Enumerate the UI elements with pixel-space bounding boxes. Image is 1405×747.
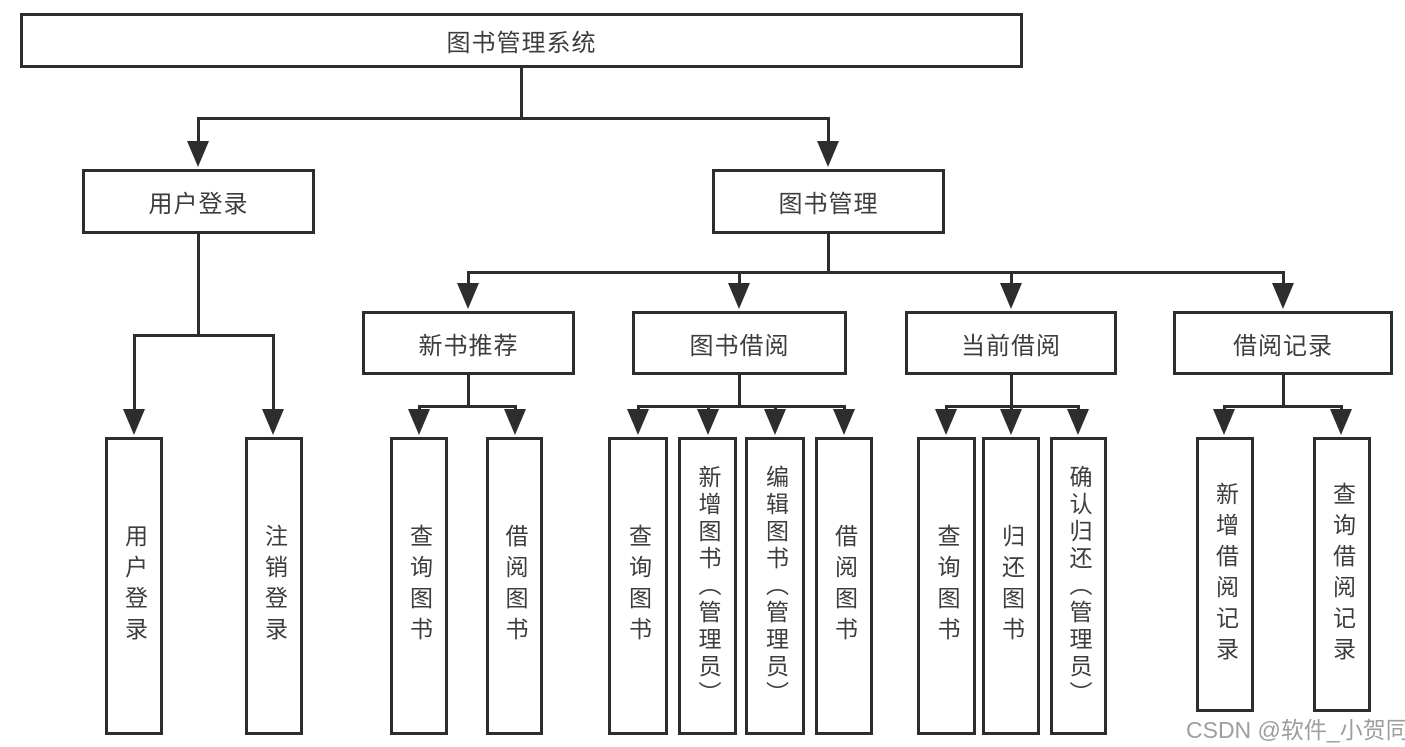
connector — [1282, 375, 1285, 408]
node-leaf-cur-return-label: 归还图书 — [998, 524, 1025, 648]
node-leaf-bor-edit: 编辑图书（管理员） — [745, 437, 805, 735]
node-book-mgmt: 图书管理 — [712, 169, 945, 234]
node-leaf-bor-query: 查询图书 — [608, 437, 668, 735]
node-current-borrow-label: 当前借阅 — [961, 332, 1061, 360]
node-new-book-rec: 新书推荐 — [362, 311, 575, 375]
connector — [738, 375, 741, 408]
connector — [520, 68, 523, 120]
arrow-down-icon — [833, 409, 855, 435]
arrow-down-icon — [1067, 409, 1089, 435]
node-leaf-bor-add-label: 新增图书（管理员） — [695, 464, 721, 708]
connector — [133, 334, 275, 337]
node-leaf-bor-add: 新增图书（管理员） — [678, 437, 737, 735]
arrow-down-icon — [457, 283, 479, 309]
node-leaf-bor-edit-label: 编辑图书（管理员） — [762, 464, 789, 708]
connector — [197, 234, 200, 337]
node-leaf-rec-query-label: 查询图书 — [406, 524, 433, 648]
arrow-down-icon — [123, 409, 145, 435]
connector — [1223, 405, 1343, 408]
node-leaf-logout: 注销登录 — [245, 437, 303, 735]
connector — [467, 271, 470, 285]
node-leaf-rec-borrow-label: 借阅图书 — [502, 524, 528, 648]
node-user-login: 用户登录 — [82, 169, 315, 234]
arrow-down-icon — [1000, 409, 1022, 435]
node-leaf-cur-query-label: 查询图书 — [934, 524, 960, 648]
connector — [467, 271, 1285, 274]
arrow-down-icon — [627, 409, 649, 435]
arrow-down-icon — [764, 409, 786, 435]
connector — [418, 405, 517, 408]
node-leaf-rec-query: 查询图书 — [390, 437, 448, 735]
node-leaf-log-add-label: 新增借阅记录 — [1212, 481, 1239, 668]
node-borrow-records: 借阅记录 — [1173, 311, 1393, 375]
node-borrow-records-label: 借阅记录 — [1233, 332, 1333, 360]
node-leaf-logout-label: 注销登录 — [261, 524, 288, 648]
arrow-down-icon — [1330, 409, 1352, 435]
arrow-down-icon — [728, 283, 750, 309]
csdn-watermark: CSDN @软件_小贺同学 — [1186, 717, 1405, 743]
node-book-borrow: 图书借阅 — [632, 311, 847, 375]
connector — [1010, 375, 1013, 408]
node-leaf-bor-borrow-label: 借阅图书 — [831, 524, 858, 648]
arrow-down-icon — [504, 409, 526, 435]
node-root: 图书管理系统 — [20, 13, 1023, 68]
connector — [827, 234, 830, 274]
connector — [467, 375, 470, 408]
node-leaf-log-query-label: 查询借阅记录 — [1329, 481, 1356, 668]
node-current-borrow: 当前借阅 — [905, 311, 1117, 375]
node-leaf-bor-query-label: 查询图书 — [625, 524, 652, 648]
connector — [738, 271, 741, 285]
arrow-down-icon — [1000, 283, 1022, 309]
node-leaf-log-query: 查询借阅记录 — [1313, 437, 1371, 712]
connector — [197, 117, 200, 147]
node-book-borrow-label: 图书借阅 — [689, 332, 790, 360]
node-root-label: 图书管理系统 — [446, 30, 597, 57]
node-leaf-bor-borrow: 借阅图书 — [815, 437, 873, 735]
node-leaf-cur-return: 归还图书 — [982, 437, 1040, 735]
connector — [272, 334, 275, 409]
node-leaf-log-add: 新增借阅记录 — [1196, 437, 1254, 712]
node-leaf-rec-borrow: 借阅图书 — [486, 437, 543, 735]
arrow-down-icon — [1272, 283, 1294, 309]
arrow-down-icon — [1213, 409, 1235, 435]
node-new-book-rec-label: 新书推荐 — [418, 332, 519, 360]
connector — [1282, 271, 1285, 285]
node-leaf-cur-confirm: 确认归还（管理员） — [1050, 437, 1107, 735]
connector — [827, 117, 830, 147]
node-leaf-user-login: 用户登录 — [105, 437, 163, 735]
arrow-down-icon — [408, 409, 430, 435]
arrow-down-icon — [935, 409, 957, 435]
connector — [637, 405, 846, 408]
arrow-down-icon — [817, 141, 839, 167]
arrow-down-icon — [697, 409, 719, 435]
node-leaf-cur-query: 查询图书 — [917, 437, 976, 735]
connector — [133, 334, 136, 409]
arrow-down-icon — [187, 141, 209, 167]
node-leaf-cur-confirm-label: 确认归还（管理员） — [1066, 464, 1092, 708]
connector — [197, 117, 830, 120]
node-book-mgmt-label: 图书管理 — [778, 191, 879, 218]
arrow-down-icon — [262, 409, 284, 435]
node-user-login-label: 用户登录 — [148, 191, 249, 218]
node-leaf-user-login-label: 用户登录 — [121, 524, 148, 648]
connector — [1010, 271, 1013, 285]
